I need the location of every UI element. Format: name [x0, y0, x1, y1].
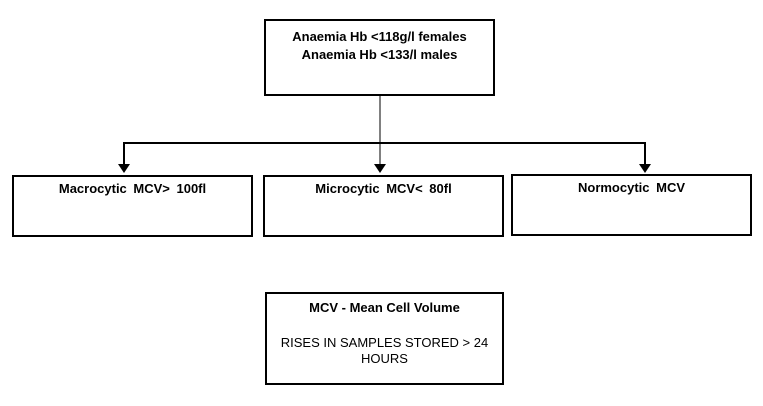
normocytic-down-arrowhead-icon: [639, 164, 651, 173]
mcv-note-body-line1: RISES IN SAMPLES STORED > 24: [280, 335, 489, 350]
macrocytic-label: Macrocytic MCV> 100fl: [58, 181, 207, 196]
microcytic-down-arrowhead-icon: [374, 164, 386, 173]
normocytic-box: Normocytic MCV: [511, 174, 752, 236]
branch-right-line: [644, 142, 646, 165]
microcytic-label: Microcytic MCV< 80fl: [315, 181, 452, 196]
macrocytic-box: Macrocytic MCV> 100fl: [12, 175, 253, 237]
normocytic-label: Normocytic MCV: [577, 180, 686, 195]
mcv-note-body-line2: HOURS: [361, 351, 408, 366]
mcv-note-title: MCV - Mean Cell Volume: [309, 300, 460, 315]
anaemia-males-label: Anaemia Hb <133/l males: [301, 47, 458, 62]
branch-horizontal-line: [123, 142, 646, 144]
branch-left-line: [123, 142, 125, 165]
anaemia-females-label: Anaemia Hb <118g/l females: [292, 29, 467, 44]
macrocytic-down-arrowhead-icon: [118, 164, 130, 173]
anaemia-criteria-box: Anaemia Hb <118g/l females Anaemia Hb <1…: [264, 19, 495, 96]
stem-connector-line: [379, 96, 381, 165]
mcv-note-box: MCV - Mean Cell Volume RISES IN SAMPLES …: [265, 292, 504, 385]
microcytic-box: Microcytic MCV< 80fl: [263, 175, 504, 237]
